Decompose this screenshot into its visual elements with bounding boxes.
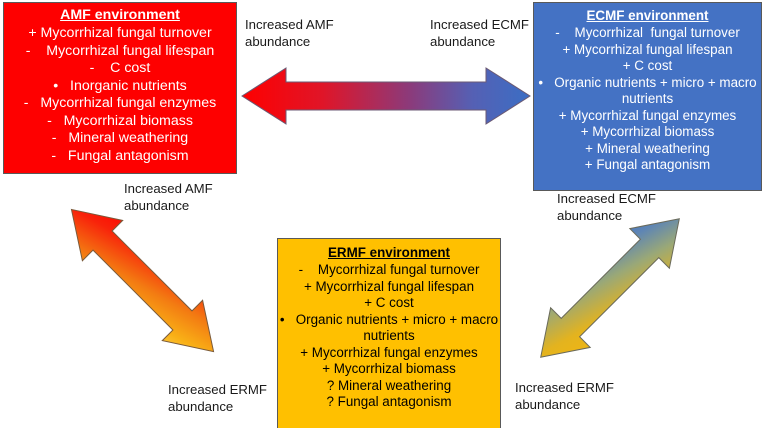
ermf-line-6: + Mycorrhizal biomass	[322, 361, 456, 377]
amf-line-2: - Mycorrhizal fungal lifespan	[25, 42, 215, 59]
ermf-environment-box: ERMF environment - Mycorrhizal fungal tu…	[277, 238, 501, 428]
ermf-box-title: ERMF environment	[327, 245, 450, 260]
amf-line-1: + Mycorrhizal fungal turnover	[28, 25, 212, 42]
amf-line-5: - Mycorrhizal fungal enzymes	[23, 95, 217, 112]
label-increased-ecmf-abundance-right: Increased ECMF abundance	[557, 191, 656, 223]
ecmf-line-8: + Fungal antagonism	[584, 157, 711, 173]
ermf-line-4: • Organic nutrients + micro + macro nutr…	[279, 311, 502, 344]
amf-ermf-double-arrow	[70, 208, 215, 353]
amf-line-3: - C cost	[89, 60, 151, 77]
ecmf-line-7: + Mineral weathering	[585, 140, 710, 156]
ecmf-line-1: - Mycorrhizal fungal turnover	[555, 25, 740, 41]
ecmf-box-title: ECMF environment	[586, 8, 709, 23]
ermf-line-7: ? Mineral weathering	[326, 377, 452, 393]
ermf-line-8: ? Fungal antagonism	[326, 394, 452, 410]
ecmf-environment-box: ECMF environment - Mycorrhizal fungal tu…	[533, 2, 762, 191]
amf-environment-box: AMF environment + Mycorrhizal fungal tur…	[3, 2, 237, 174]
label-increased-ermf-abundance-right: Increased ERMF abundance	[515, 380, 614, 412]
ecmf-line-2: + Mycorrhizal fungal lifespan	[562, 41, 733, 57]
label-increased-amf-abundance-left: Increased AMF abundance	[124, 181, 213, 213]
ermf-line-2: + Mycorrhizal fungal lifespan	[303, 278, 475, 294]
amf-line-7: - Mineral weathering	[51, 130, 189, 147]
amf-line-4: • Inorganic nutrients	[53, 77, 187, 94]
ecmf-line-6: + Mycorrhizal biomass	[580, 124, 715, 140]
ecmf-line-4: • Organic nutrients + micro + macro nutr…	[538, 74, 761, 107]
ecmf-line-5: + Mycorrhizal fungal enzymes	[558, 107, 737, 123]
amf-box-title: AMF environment	[60, 7, 180, 23]
ermf-line-1: - Mycorrhizal fungal turnover	[298, 262, 480, 278]
ermf-ecmf-double-arrow	[540, 218, 680, 358]
label-increased-ermf-abundance-left: Increased ERMF abundance	[168, 382, 267, 414]
amf-line-8: - Fungal antagonism	[51, 147, 189, 164]
ermf-line-5: + Mycorrhizal fungal enzymes	[300, 344, 478, 360]
amf-ecmf-double-arrow	[241, 67, 531, 125]
amf-line-6: - Mycorrhizal biomass	[47, 112, 193, 129]
label-increased-amf-abundance-top: Increased AMF abundance	[245, 17, 334, 49]
ecmf-line-3: + C cost	[622, 58, 673, 74]
ermf-line-3: + C cost	[364, 295, 414, 311]
label-increased-ecmf-abundance-top: Increased ECMF abundance	[430, 17, 529, 49]
